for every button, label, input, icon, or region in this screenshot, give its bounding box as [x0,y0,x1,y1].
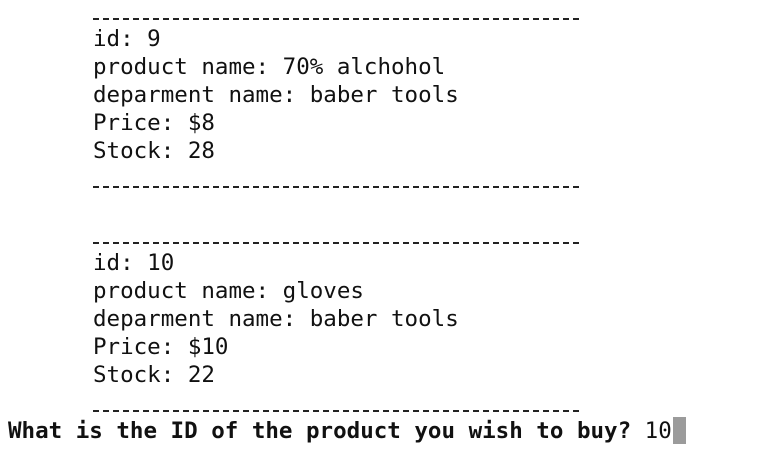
record-top-divider [93,242,579,244]
record-top-divider [93,18,579,20]
record-product-name: product name: 70% alchohol [93,54,446,80]
record-department-name: deparment name: baber tools [93,306,459,332]
record-id: id: 9 [93,26,161,52]
record-bottom-divider [93,410,579,412]
record-price: Price: $10 [93,334,229,360]
record-stock: Stock: 22 [93,362,215,388]
record-stock: Stock: 28 [93,138,215,164]
record-bottom-divider [93,186,579,188]
prompt-question: What is the ID of the product you wish t… [8,418,645,444]
record-id: id: 10 [93,250,175,276]
text-cursor [672,417,686,444]
prompt-input[interactable]: 10 [644,418,672,444]
record-department-name: deparment name: baber tools [93,82,459,108]
record-product-name: product name: gloves [93,278,364,304]
record-price: Price: $8 [93,110,215,136]
command-prompt: What is the ID of the product you wish t… [8,417,686,445]
